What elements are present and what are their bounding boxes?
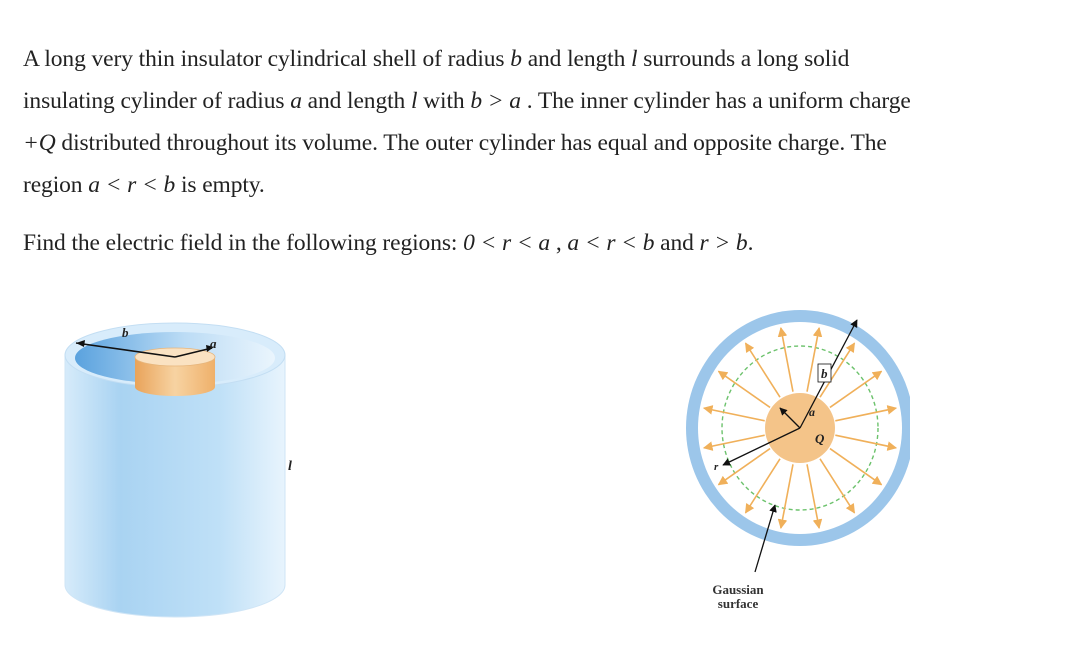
math-region-2: a < r < b [567,230,655,256]
outer-shell [64,354,286,618]
math-a: a [290,88,302,114]
problem-text: A long very thin insulator cylindrical s… [23,38,1063,264]
field-line-arrow [777,327,794,392]
math-region: a < r < b [88,172,176,198]
field-line-arrow [717,447,771,486]
label-q: Q [815,431,825,446]
text-span: . [747,230,754,256]
caption-line-1: Gaussian [712,582,764,597]
field-line-arrow [819,458,856,514]
radius-r-line [722,427,801,466]
field-line-arrow [744,342,781,398]
gaussian-pointer [754,504,777,573]
radius-a-line [779,407,801,429]
math-l: l [631,46,638,72]
label-r: r [714,461,719,473]
radius-b-arrowhead [76,340,85,347]
question-paragraph: Find the electric field in the following… [23,222,1063,264]
math-b: b [510,46,522,72]
field-line-arrow [835,434,898,451]
math-region-1: 0 < r < a [463,230,551,256]
inner-core [135,357,215,396]
math-l: l [410,88,418,114]
radius-a-arrowhead [206,345,214,352]
text-span: region [23,172,89,198]
field-line-arrow [829,370,883,409]
field-line-arrow [717,370,771,409]
field-line-arrow [835,405,898,422]
field-line-arrow [702,405,765,422]
text-span: , [550,230,568,256]
label-a: a [809,405,815,419]
math-plus-q: +Q [23,130,56,156]
text-span: . The inner cylinder has a uniform charg… [520,88,911,114]
problem-paragraph: A long very thin insulator cylindrical s… [23,38,1063,206]
field-line-arrow [819,342,856,398]
label-b: b [821,366,828,381]
field-line-arrow [806,327,823,392]
radius-a-arrow [174,347,213,358]
text-span: and [654,230,700,256]
text-span: A long very thin insulator cylindrical s… [23,46,511,72]
field-line-arrow [777,464,794,529]
radius-b-arrow [75,342,176,358]
gaussian-surface [721,345,879,511]
text-span: and length [521,46,632,72]
math-b-gt-a: b > a [470,88,521,114]
label-b-box [817,363,832,383]
field-line-arrow [829,447,883,486]
text-span: is empty. [175,172,265,198]
label-b: b [122,325,129,340]
coaxial-cylinder-figure: b a l [64,322,292,618]
field-lines [702,327,898,529]
text-span: with [417,88,471,114]
text-span: insulating cylinder of radius [23,88,291,114]
text-span: surrounds a long solid [637,46,850,72]
text-span: and length [301,88,411,114]
cross-section-figure: b a Q r Gaussian surface [686,310,910,611]
label-l: l [288,459,292,474]
label-a: a [210,336,217,351]
text-span: Find the electric field in the following… [23,230,464,256]
field-line-arrow [744,458,781,514]
caption-line-2: surface [718,596,759,611]
field-line-arrow [806,464,823,529]
math-region-3: r > b [699,230,748,256]
text-span: distributed throughout its volume. The o… [55,130,887,156]
field-line-arrow [702,434,765,451]
